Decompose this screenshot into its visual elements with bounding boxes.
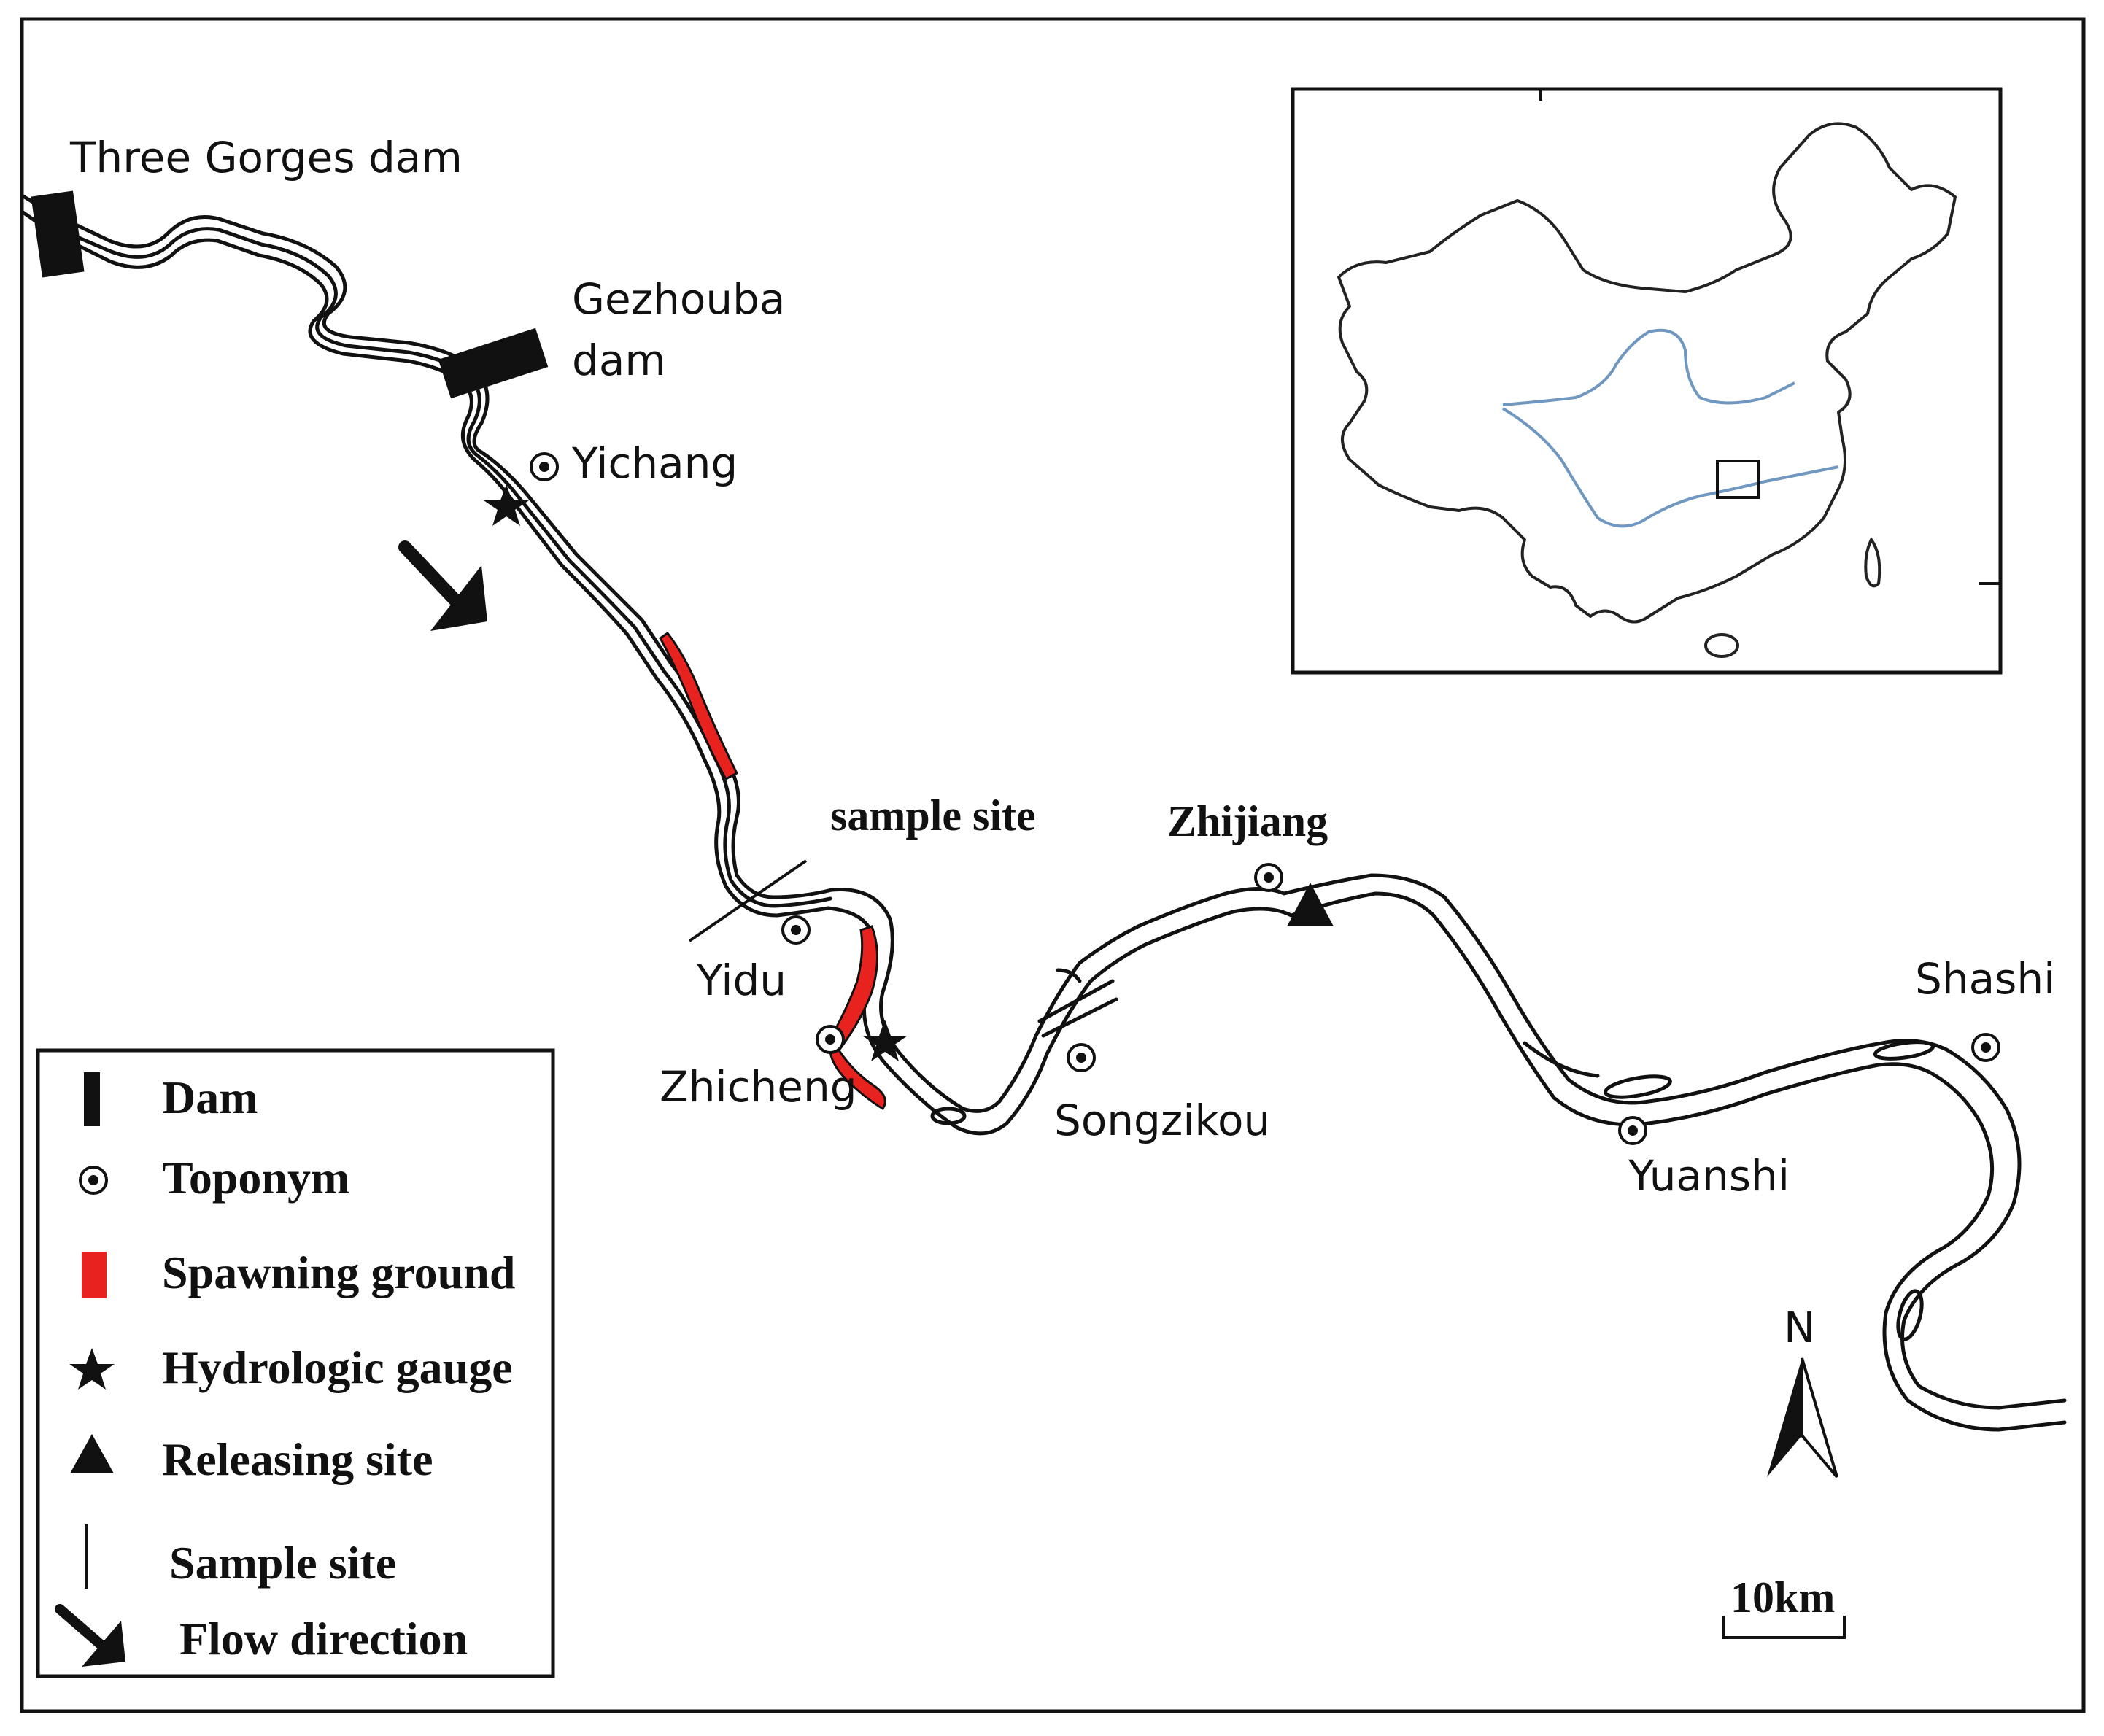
spawning-grounds [659, 631, 886, 1111]
inset-china-map [1291, 87, 2003, 675]
releasing-site-triangle [1287, 883, 1334, 926]
legend-dam-icon [84, 1072, 100, 1126]
label-zhijiang: Zhijiang [1167, 797, 1328, 845]
inset-frame [1291, 87, 2003, 675]
label-sample-site: sample site [830, 791, 1036, 840]
label-zhicheng: Zhicheng [660, 1062, 857, 1112]
china-outline [1337, 122, 1957, 624]
label-shashi: Shashi [1915, 954, 2055, 1004]
gezhouba-dam-symbol [438, 328, 549, 399]
legend-sample-label: Sample site [169, 1537, 396, 1589]
label-yichang: Yichang [571, 438, 738, 488]
legend: Dam Toponym Spawning ground Hydrologic g… [36, 1048, 555, 1678]
legend-toponym-icon [79, 1166, 108, 1195]
north-label: N [1784, 1303, 1815, 1352]
label-songzikou: Songzikou [1054, 1096, 1270, 1145]
island [1896, 1289, 1924, 1341]
spawning-ground-upper [659, 631, 738, 781]
legend-flow-arrow-icon [55, 1604, 125, 1667]
flow-direction-arrow [398, 540, 487, 631]
dams [31, 190, 549, 399]
toponym-yuanshi [1618, 1116, 1647, 1145]
map-labels: Three Gorges dam Gezhouba dam Yichang sa… [69, 133, 2055, 1201]
legend-releasing-label: Releasing site [162, 1433, 433, 1485]
taiwan-island [1864, 537, 1881, 588]
sample-site-line [688, 859, 808, 942]
yangtze-river [20, 193, 2067, 1432]
toponym-songzikou [1067, 1043, 1096, 1072]
toponym-zhijiang [1254, 863, 1283, 892]
spawning-ground-lower [829, 925, 886, 1111]
side-channel [1041, 997, 1118, 1038]
island [1873, 1040, 1935, 1061]
yangtze-inset [1501, 407, 1839, 528]
label-yidu: Yidu [696, 956, 786, 1005]
toponym-shashi [1971, 1033, 2000, 1062]
study-area-box [1716, 460, 1760, 499]
gauge-star-icon [862, 1020, 908, 1061]
scale-bar: 10km [1722, 1573, 1846, 1639]
scale-label: 10km [1730, 1573, 1835, 1621]
legend-gauge-star-icon [69, 1348, 115, 1390]
label-gezhouba: Gezhouba [572, 274, 785, 324]
toponym-markers [530, 452, 2000, 1145]
toponym-yichang [530, 452, 559, 481]
hainan-island [1704, 633, 1739, 658]
yellow-river [1502, 328, 1795, 406]
legend-gauge-label: Hydrologic gauge [162, 1341, 513, 1393]
label-yuanshi: Yuanshi [1628, 1151, 1790, 1201]
legend-flow-label: Flow direction [179, 1613, 468, 1665]
gauge-star-icon [484, 484, 529, 526]
label-three-gorges-dam: Three Gorges dam [69, 133, 463, 182]
label-gezhouba-dam: dam [572, 336, 666, 385]
side-channel [1056, 968, 1082, 983]
legend-toponym-label: Toponym [162, 1152, 349, 1204]
legend-frame [36, 1048, 555, 1678]
side-channel [1037, 979, 1115, 1023]
legend-releasing-triangle-icon [70, 1434, 114, 1473]
island [1604, 1074, 1672, 1099]
toponym-zhicheng [816, 1025, 845, 1054]
side-channel [1523, 1041, 1600, 1078]
toponym-yidu [781, 915, 811, 945]
north-arrow: N [1767, 1303, 1838, 1479]
island [930, 1107, 967, 1125]
hydrologic-gauges [484, 484, 908, 1061]
three-gorges-dam-symbol [31, 190, 85, 278]
legend-spawning-label: Spawning ground [162, 1247, 515, 1298]
north-arrow-icon [1767, 1358, 1802, 1477]
legend-dam-label: Dam [162, 1072, 258, 1123]
legend-spawning-icon [82, 1252, 107, 1298]
